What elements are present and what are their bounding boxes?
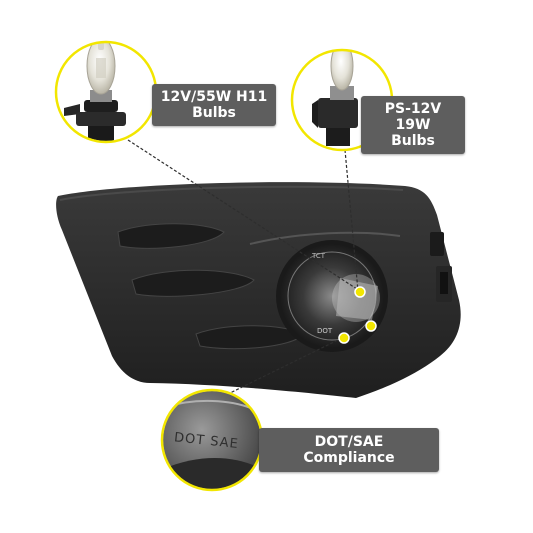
detail-marking-text: DOT SAE xyxy=(173,430,239,452)
h11-label-line2: Bulbs xyxy=(192,105,236,121)
marker-dots xyxy=(338,286,377,344)
ps19w-bulb-image xyxy=(312,51,358,146)
h11-bulb-image xyxy=(64,43,126,141)
ps19w-label-line1: PS-12V 19W xyxy=(384,101,442,133)
dot-sae-detail-callout: DOT SAE xyxy=(160,388,264,492)
ps19w-bulb-label: PS-12V 19W Bulbs xyxy=(361,96,465,154)
fog-lens: TCT DOT xyxy=(276,240,388,352)
lens-marking-top: TCT xyxy=(311,252,326,260)
h11-bulb-label: 12V/55W H11 Bulbs xyxy=(152,84,276,126)
ps19w-label-line2: Bulbs xyxy=(391,133,435,149)
lens-marking-bottom: DOT xyxy=(317,327,333,335)
compliance-label-text: DOT/SAE Compliance xyxy=(303,434,395,466)
leader-lines xyxy=(127,139,361,395)
fog-light-bezel xyxy=(56,182,461,398)
dot-sae-compliance-label: DOT/SAE Compliance xyxy=(259,428,439,472)
h11-label-line1: 12V/55W H11 xyxy=(160,89,268,105)
h11-bulb-callout xyxy=(54,40,158,144)
